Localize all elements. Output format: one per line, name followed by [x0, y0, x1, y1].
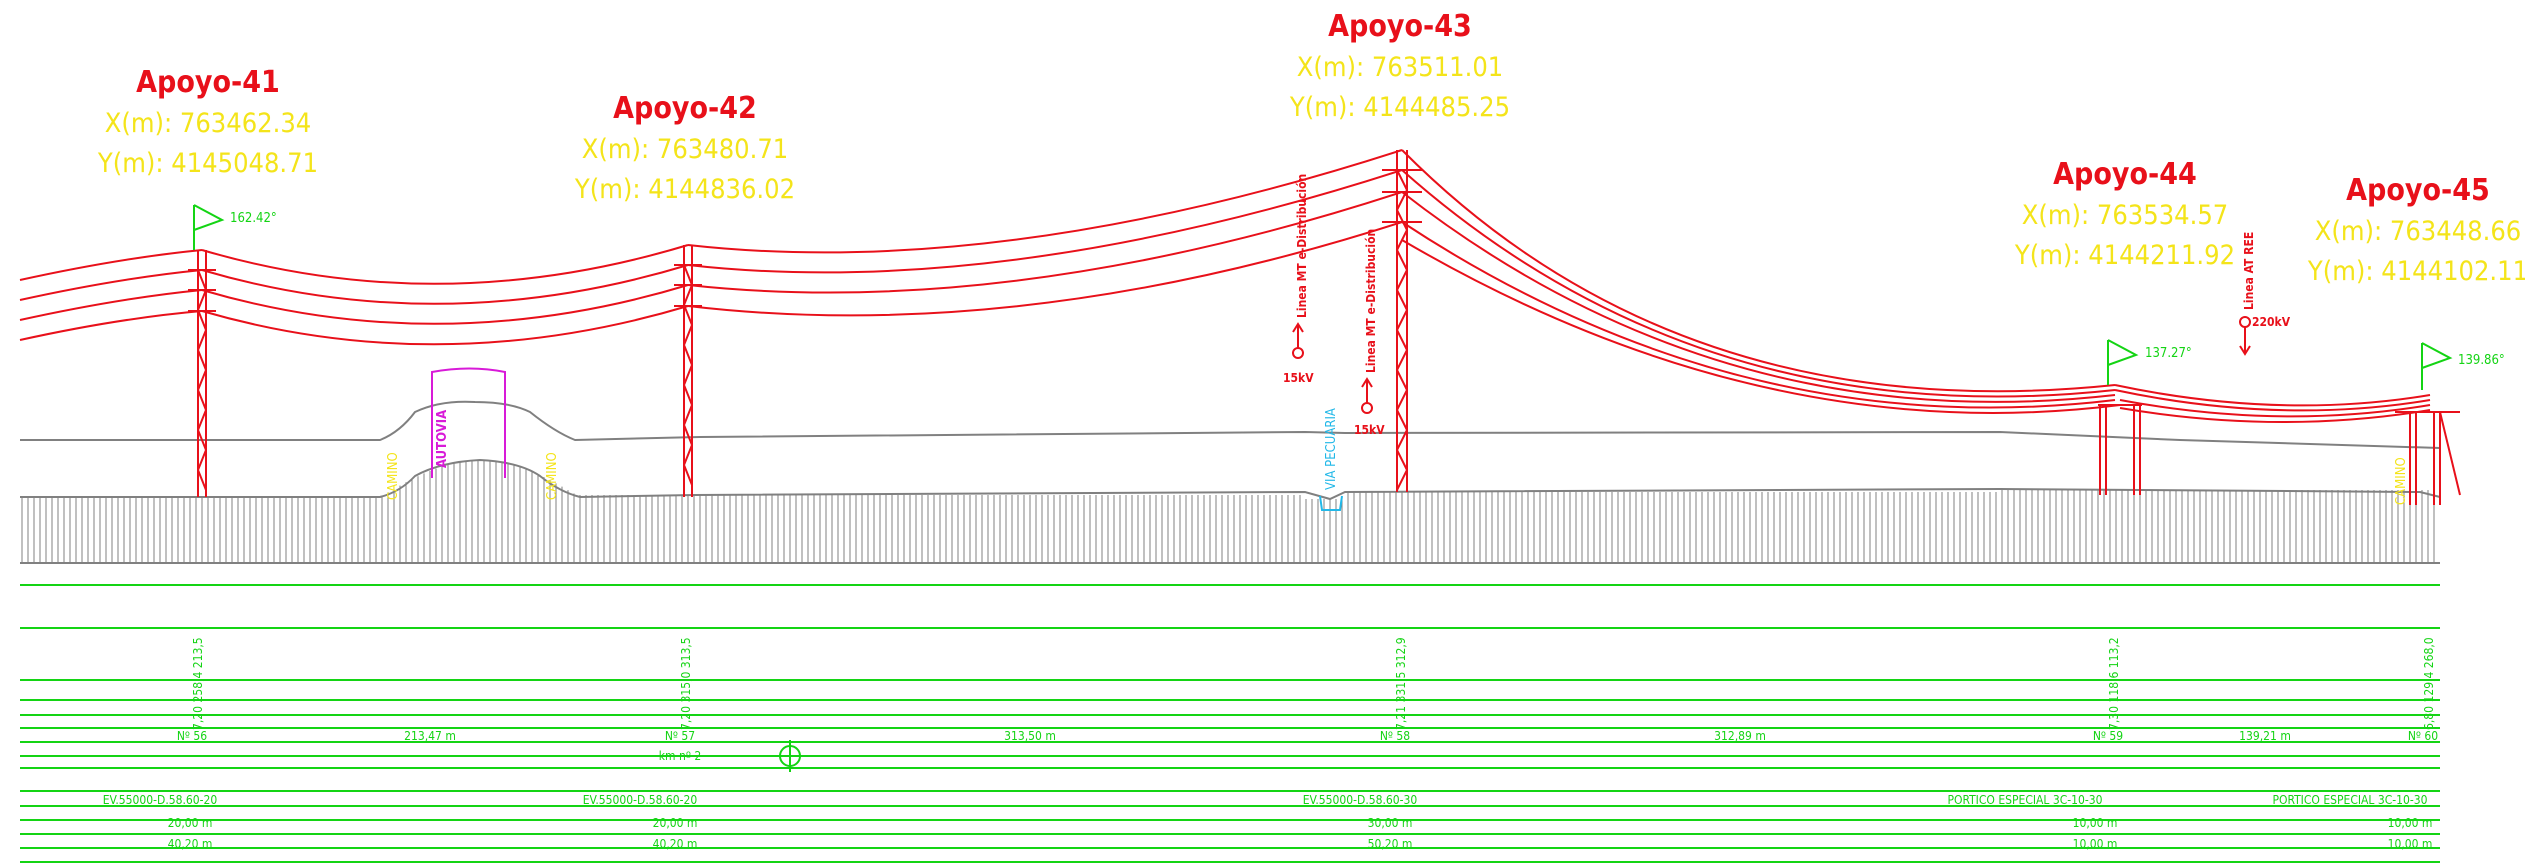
linea-at-voltage: 220kV — [2252, 315, 2291, 329]
support-x: X(m): 763448.66 — [2315, 216, 2521, 247]
support-number: Nº 58 — [1380, 729, 1410, 743]
support-values: 7,20 258,4 213,5 — [191, 637, 205, 730]
tower-45 — [2395, 411, 2461, 505]
support-number: Nº 56 — [177, 729, 207, 743]
support-total-height: 40,20 m — [653, 837, 698, 851]
flag-icon — [2107, 339, 2139, 385]
span-length: 313,50 m — [1004, 729, 1056, 743]
at-line-symbol — [2239, 316, 2251, 356]
support-41-heading: Apoyo-41 X(m): 763462.34 Y(m): 4145048.7… — [97, 65, 318, 226]
span-length: 213,47 m — [404, 729, 456, 743]
support-42-heading: Apoyo-42 X(m): 763480.71 Y(m): 4144836.0… — [574, 91, 795, 205]
support-y: Y(m): 4144211.92 — [2014, 240, 2235, 271]
support-number: Nº 60 — [2408, 729, 2438, 743]
guide-lines — [20, 584, 2440, 863]
support-armado: EV.55000-D.58.60-20 — [583, 793, 698, 807]
support-total-height: 40,20 m — [168, 837, 213, 851]
linea-mt-label: Linea MT e-Distribución — [1364, 229, 1378, 373]
support-armado: EV.55000-D.58.60-20 — [103, 793, 218, 807]
support-values: 7,21 331,5 312,9 — [1394, 637, 1408, 730]
support-44-heading: Apoyo-44 X(m): 763534.57 Y(m): 4144211.9… — [2014, 157, 2235, 361]
support-x: X(m): 763534.57 — [2022, 200, 2228, 231]
support-45-heading: Apoyo-45 X(m): 763448.66 Y(m): 4144102.1… — [2307, 173, 2525, 368]
support-number: Nº 57 — [665, 729, 695, 743]
support-armado: PORTICO ESPECIAL 3C-10-30 — [2272, 793, 2427, 807]
support-y: Y(m): 4144836.02 — [574, 174, 795, 205]
terrain-hatch — [21, 460, 2435, 563]
support-height: 30,00 m — [1368, 816, 1413, 830]
camino-label: CAMINO — [2394, 457, 2409, 505]
mt-line-symbol — [1292, 322, 1304, 359]
support-x: X(m): 763462.34 — [105, 108, 311, 139]
support-values: 7,30 118,6 113,2 — [2107, 637, 2121, 730]
flag-icon — [2421, 342, 2453, 390]
tower-42 — [674, 245, 702, 497]
support-x: X(m): 763480.71 — [582, 134, 788, 165]
linea-mt-label: Linea MT e-Distribución — [1295, 174, 1309, 318]
via-pecuaria-label: VIA PECUARIA — [1324, 408, 1339, 490]
support-armado: PORTICO ESPECIAL 3C-10-30 — [1947, 793, 2102, 807]
support-angle: 139.86° — [2458, 353, 2505, 368]
tower-41 — [188, 250, 216, 497]
autovia-outline — [431, 367, 506, 478]
span-length: 139,21 m — [2239, 729, 2291, 743]
support-x: X(m): 763511.01 — [1297, 52, 1503, 83]
upper-ground-line — [20, 400, 2441, 449]
conductors — [19, 149, 2431, 423]
support-y: Y(m): 4144485.25 — [1289, 92, 1510, 123]
support-armado: EV.55000-D.58.60-30 — [1303, 793, 1418, 807]
support-height: 20,00 m — [653, 816, 698, 830]
flag-icon — [193, 204, 225, 250]
support-total-height: 50,20 m — [1368, 837, 1413, 851]
support-number: Nº 59 — [2093, 729, 2123, 743]
linea-mt-voltage: 15kV — [1354, 423, 1385, 437]
linea-at-label: Linea AT REE — [2242, 232, 2256, 310]
camino-label: CAMINO — [386, 452, 401, 500]
support-title: Apoyo-45 — [2346, 173, 2490, 208]
support-title: Apoyo-42 — [613, 91, 757, 126]
support-height: 20,00 m — [168, 816, 213, 830]
support-title: Apoyo-41 — [136, 65, 280, 100]
camino-label: CAMINO — [545, 452, 560, 500]
support-height: 10,00 m — [2388, 816, 2433, 830]
support-angle: 162.42° — [230, 211, 277, 226]
support-y: Y(m): 4144102.11 — [2307, 256, 2525, 287]
support-total-height: 10,00 m — [2388, 837, 2433, 851]
km-label: km nº 2 — [659, 749, 701, 763]
tower-44 — [2098, 404, 2142, 495]
tower-43 — [1382, 150, 1422, 492]
crosshair-icon — [774, 740, 806, 772]
via-pecuaria-bracket — [1319, 495, 1343, 511]
support-values: 7,20 315,0 313,5 — [679, 637, 693, 730]
span-length: 312,89 m — [1714, 729, 1766, 743]
support-y: Y(m): 4145048.71 — [97, 148, 318, 179]
support-43-heading: Apoyo-43 X(m): 763511.01 Y(m): 4144485.2… — [1289, 9, 1510, 123]
autovia-label: AUTOVIA — [435, 410, 450, 468]
support-values: 6,80 129,4 268,0 — [2422, 637, 2436, 730]
linea-mt-voltage: 15kV — [1283, 371, 1314, 385]
support-title: Apoyo-44 — [2053, 157, 2197, 192]
support-height: 10,00 m — [2073, 816, 2118, 830]
support-angle: 137.27° — [2145, 346, 2192, 361]
mt-line-symbol — [1361, 377, 1373, 414]
terrain — [20, 400, 2441, 564]
support-title: Apoyo-43 — [1328, 9, 1472, 44]
support-total-height: 10,00 m — [2073, 837, 2118, 851]
ground-profile-line — [20, 458, 2441, 501]
